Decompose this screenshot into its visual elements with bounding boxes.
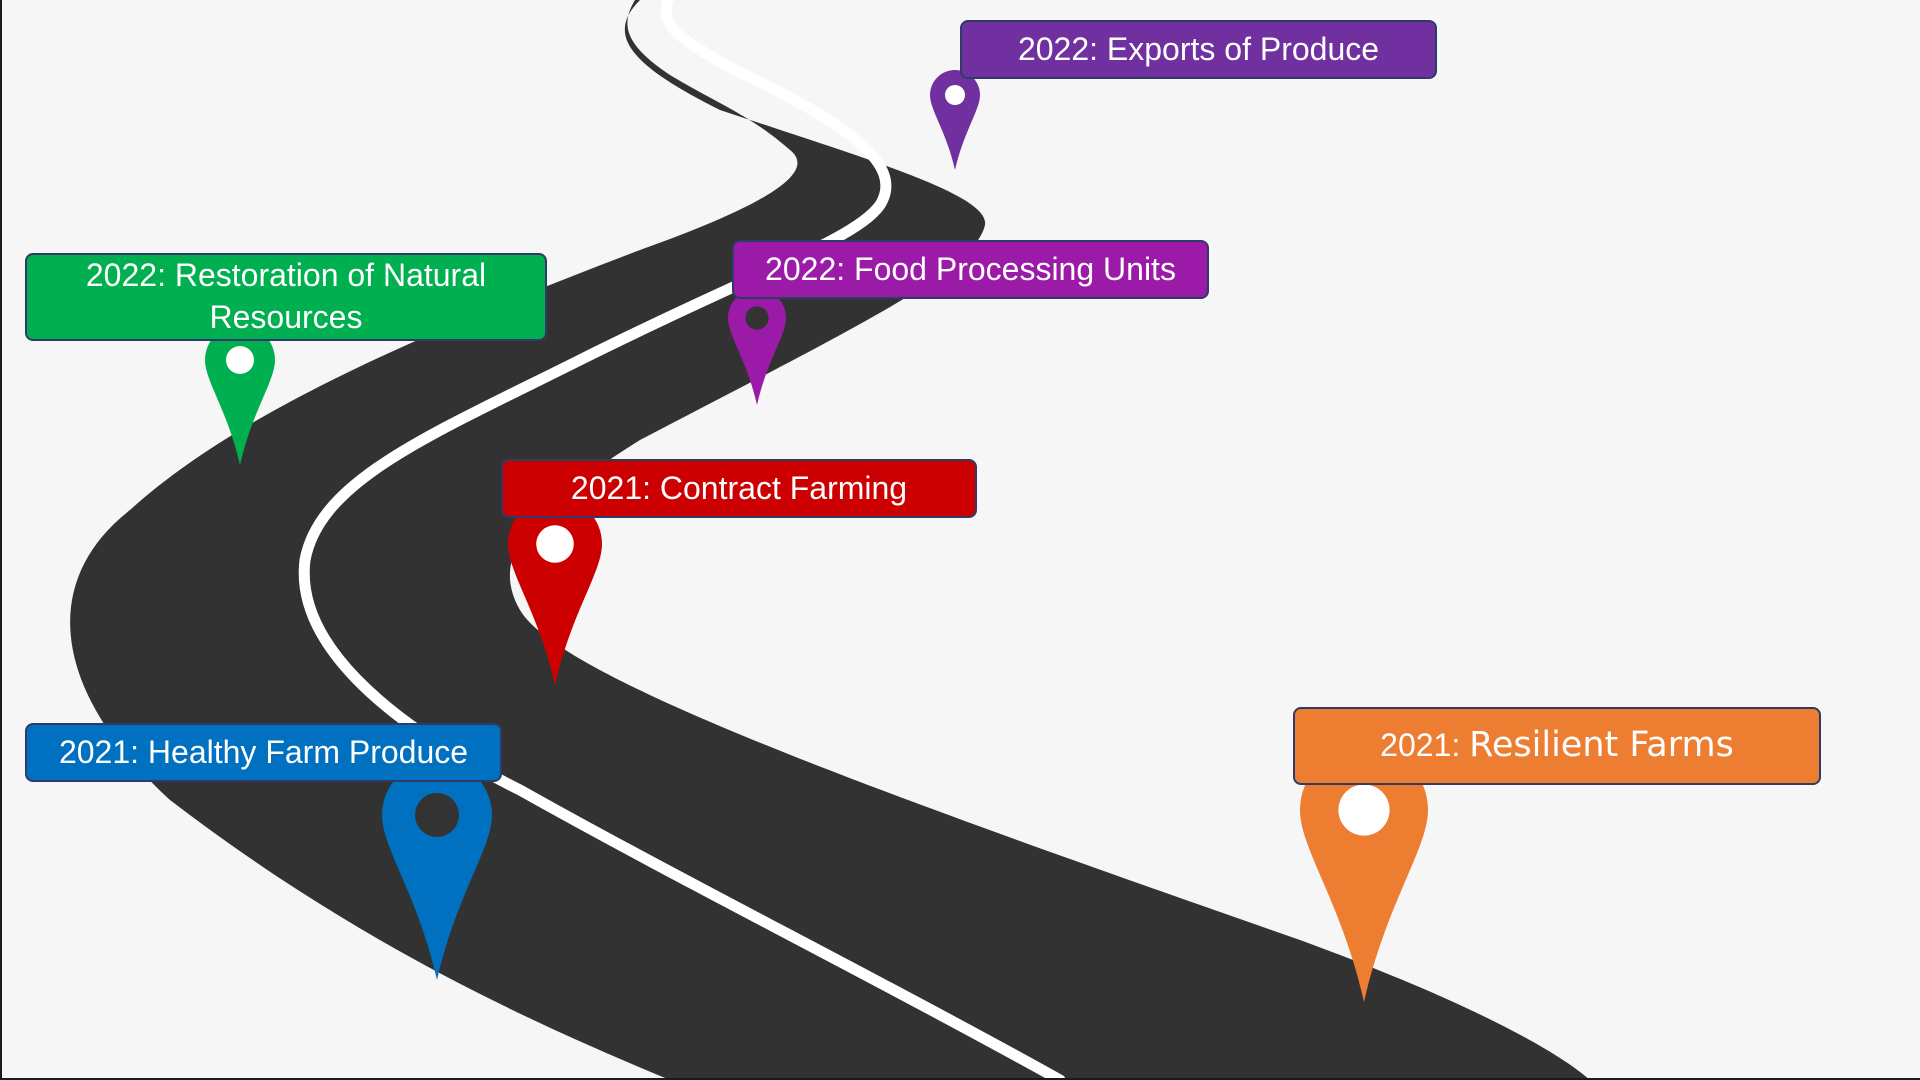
pin-body	[930, 70, 980, 170]
milestone-year: 2021:	[1380, 727, 1461, 764]
milestone-text: Contract Farming	[659, 469, 908, 506]
map-pin-icon	[1300, 746, 1428, 1002]
milestone-year: 2021:	[58, 733, 140, 770]
milestone-year: 2022:	[85, 257, 166, 294]
milestone-label-healthy-produce: 2021: Healthy Farm Produce	[25, 723, 502, 782]
pin-hole	[745, 306, 769, 330]
pin-hole	[226, 346, 254, 374]
map-pin-icon	[728, 289, 786, 405]
milestone-label-exports: 2022: Exports of Produce	[960, 20, 1437, 79]
map-pin-icon	[382, 760, 492, 980]
milestone-label-food-processing: 2022: Food Processing Units	[732, 240, 1209, 299]
pin-body	[205, 325, 275, 465]
milestone-text: Exports of Produce	[1106, 30, 1380, 67]
pin-body	[728, 289, 786, 405]
milestone-year: 2022:	[1017, 30, 1099, 67]
milestone-text: Food Processing Units	[854, 250, 1176, 287]
pin-body	[1300, 746, 1428, 1002]
milestone-text: Restoration of Natural Resources	[174, 257, 487, 335]
milestone-label-contract-farming: 2021: Contract Farming	[501, 459, 977, 518]
milestone-year: 2022:	[765, 250, 846, 287]
milestone-label-resilient-farms: 2021: Resilient Farms	[1293, 707, 1821, 785]
pin-body	[382, 760, 492, 980]
milestone-text: Resilient Farms	[1469, 725, 1734, 766]
pin-hole	[536, 525, 574, 563]
pin-hole	[945, 85, 965, 105]
milestone-year: 2021:	[570, 469, 651, 506]
map-pin-icon	[205, 325, 275, 465]
pin-hole	[1338, 784, 1390, 836]
milestone-text: Healthy Farm Produce	[147, 733, 469, 770]
pin-hole	[415, 793, 459, 837]
map-pin-icon	[930, 70, 980, 170]
pin-body	[508, 497, 602, 685]
road-center-line	[298, 0, 1066, 1080]
milestone-label-restoration: 2022: Restoration of Natural Resources	[25, 253, 547, 341]
map-pin-icon	[508, 497, 602, 685]
